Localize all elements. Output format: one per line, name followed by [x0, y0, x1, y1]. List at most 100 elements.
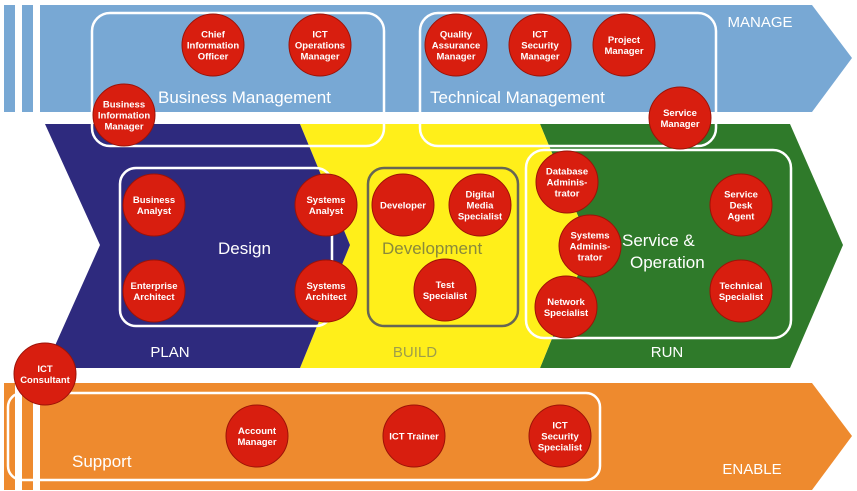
role-label-systems-administrator: Adminis-: [570, 242, 611, 253]
area-label-business-management: Business Management: [158, 88, 331, 107]
role-circle-ict-security-manager: [508, 13, 572, 77]
role-label-business-info-manager: Business: [103, 100, 145, 111]
role-label-cio: Officer: [198, 52, 229, 63]
phase-label-build: BUILD: [393, 344, 437, 361]
role-circle-enterprise-architect: [122, 259, 186, 323]
role-circle-digital-media-specialist: [448, 173, 512, 237]
role-label-technical-specialist: Technical: [719, 281, 762, 292]
development-box: [366, 166, 520, 328]
role-circle-service-manager: [648, 86, 712, 150]
area-label-service-operation-line1: Service &: [622, 231, 695, 250]
role-circles: ChiefInformationOfficerICTOperationsMana…: [13, 13, 773, 468]
role-label-qa-manager: Quality: [440, 30, 473, 41]
role-label-business-info-manager: Information: [98, 111, 150, 122]
role-label-technical-specialist: Specialist: [719, 292, 764, 303]
role-label-digital-media-specialist: Specialist: [458, 212, 503, 223]
role-circle-technical-specialist: [709, 259, 773, 323]
role-label-network-specialist: Specialist: [544, 308, 589, 319]
role-label-developer: Developer: [380, 201, 426, 212]
role-circle-qa-manager: [424, 13, 488, 77]
role-circle-database-administrator: [535, 150, 599, 214]
phase-label-plan: PLAN: [150, 344, 189, 361]
role-label-test-specialist: Test: [436, 280, 456, 291]
role-label-cio: Chief: [201, 30, 226, 41]
role-label-business-info-manager: Manager: [104, 122, 143, 133]
role-circle-ict-consultant: [13, 342, 77, 406]
role-label-service-manager: Service: [663, 108, 697, 119]
role-label-business-analyst: Analyst: [137, 206, 172, 217]
role-label-systems-architect: Architect: [305, 292, 347, 303]
role-label-enterprise-architect: Architect: [133, 292, 175, 303]
role-label-qa-manager: Manager: [436, 52, 475, 63]
area-label-development: Development: [382, 239, 482, 258]
role-circle-cio: [181, 13, 245, 77]
role-label-systems-analyst: Analyst: [309, 206, 344, 217]
role-developer: Developer: [371, 173, 435, 237]
role-label-ict-security-specialist: Specialist: [538, 443, 583, 454]
role-label-qa-manager: Assurance: [432, 41, 481, 52]
role-label-systems-architect: Systems: [306, 281, 345, 292]
role-label-database-administrator: Database: [546, 167, 588, 178]
role-label-service-desk-agent: Agent: [728, 212, 756, 223]
role-label-digital-media-specialist: Media: [467, 201, 495, 212]
role-label-ict-trainer: ICT Trainer: [389, 432, 439, 443]
role-label-ict-security-manager: Manager: [520, 52, 559, 63]
role-label-database-administrator: Adminis-: [547, 178, 588, 189]
business-management-box: [90, 11, 386, 148]
role-circle-network-specialist: [534, 275, 598, 339]
role-circle-ict-ops-manager: [288, 13, 352, 77]
service-operation-box: [524, 148, 793, 340]
role-circle-developer: [371, 173, 435, 237]
role-circle-business-info-manager: [92, 83, 156, 147]
role-label-systems-administrator: Systems: [570, 231, 609, 242]
role-circle-systems-architect: [294, 259, 358, 323]
support-box: [6, 391, 602, 482]
role-circle-systems-administrator: [558, 214, 622, 278]
phase-label-manage: MANAGE: [727, 14, 792, 31]
role-label-ict-consultant: Consultant: [20, 375, 70, 386]
role-label-ict-security-manager: Security: [521, 41, 559, 52]
phase-label-run: RUN: [651, 344, 684, 361]
area-label-support: Support: [72, 452, 132, 471]
role-circle-systems-analyst: [294, 173, 358, 237]
area-label-technical-management: Technical Management: [430, 88, 605, 107]
role-label-network-specialist: Network: [547, 297, 585, 308]
role-label-enterprise-architect: Enterprise: [131, 281, 178, 292]
role-label-ict-security-specialist: ICT: [552, 421, 568, 432]
design-box: [118, 166, 334, 328]
plan-chevron: PLAN: [45, 124, 350, 368]
role-label-account-manager: Account: [238, 426, 277, 437]
role-label-test-specialist: Specialist: [423, 291, 468, 302]
role-label-ict-ops-manager: Manager: [300, 52, 339, 63]
role-label-service-desk-agent: Service: [724, 190, 758, 201]
role-label-cio: Information: [187, 41, 239, 52]
role-label-systems-analyst: Systems: [306, 195, 345, 206]
technical-management-box: [418, 11, 718, 148]
role-label-systems-administrator: trator: [578, 253, 603, 264]
role-circle-ict-trainer: [382, 404, 446, 468]
area-label-design: Design: [218, 239, 271, 258]
role-label-service-desk-agent: Desk: [730, 201, 753, 212]
role-circle-service-desk-agent: [709, 173, 773, 237]
role-ict-trainer: ICT Trainer: [382, 404, 446, 468]
role-label-digital-media-specialist: Digital: [465, 190, 494, 201]
role-label-business-analyst: Business: [133, 195, 175, 206]
role-circle-project-manager: [592, 13, 656, 77]
